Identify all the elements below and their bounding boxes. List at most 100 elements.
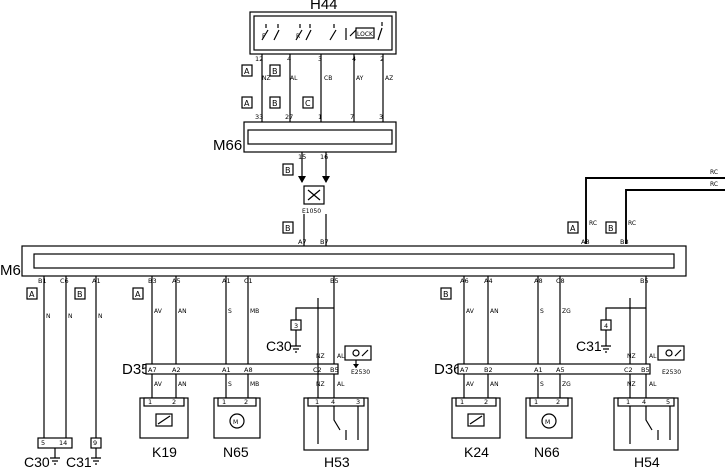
svg-text:AL: AL: [649, 353, 657, 360]
sun-sensor-icon-r: [657, 345, 685, 361]
label-c31-mid: C31: [576, 338, 602, 354]
label-n66: N66: [534, 444, 560, 460]
svg-text:AV: AV: [466, 308, 475, 315]
tag-b-2: [269, 96, 281, 109]
h44-pin-12: 12: [255, 55, 263, 63]
svg-text:A: A: [244, 67, 250, 76]
motor-icon-n65: [229, 413, 245, 429]
m63-bottom-pins: B1 C6 A1 B3 A5 A1 C1 B5 A6 A4 A8 C8 B5: [38, 277, 649, 285]
rc-wire-1: RC: [589, 220, 597, 227]
svg-text:4: 4: [604, 322, 608, 330]
e1050-cross: [307, 189, 321, 201]
svg-text:AN: AN: [490, 308, 499, 315]
svg-text:A2: A2: [172, 366, 181, 374]
rc-lines: [585, 177, 725, 244]
wire-n-3: N: [98, 313, 103, 320]
d35-pins: A7 A2 A1 A8 C2 B5: [148, 366, 339, 374]
label-c30-mid: C30: [266, 338, 292, 354]
svg-text:3: 3: [294, 322, 298, 330]
h44-lock-text: LOCK: [357, 31, 374, 38]
wire-mb-l: MB: [250, 308, 259, 315]
c31-ground: [601, 330, 611, 353]
m63-pin-b8: B8: [620, 238, 629, 246]
wire-an-l: AN: [178, 308, 187, 315]
svg-text:A7: A7: [460, 366, 469, 374]
rc-top-1: RC: [710, 169, 718, 176]
svg-text:B: B: [77, 290, 83, 299]
wire-az: AZ: [385, 75, 393, 82]
arrows-down: [298, 176, 330, 183]
svg-text:1: 1: [222, 398, 226, 406]
label-h53: H53: [324, 454, 350, 470]
label-e1050: E1050: [302, 208, 321, 215]
sun-sensor-icon-l: [344, 345, 372, 361]
h44-pin-2: 2: [380, 55, 384, 63]
h44-switches: [261, 22, 383, 41]
svg-text:MB: MB: [250, 381, 259, 388]
svg-text:A7: A7: [148, 366, 157, 374]
tag-b-3: [282, 163, 294, 176]
svg-text:4: 4: [331, 398, 335, 406]
ground-symbols: [50, 448, 101, 465]
svg-text:A: A: [244, 99, 250, 108]
c30-branch: [295, 307, 334, 320]
h44-pin-3: 3: [318, 55, 322, 63]
svg-text:A: A: [570, 224, 576, 233]
m66-pin-16: 16: [320, 153, 328, 161]
c30-ground: [291, 330, 301, 353]
m63-inner: [33, 253, 675, 269]
ground-wires: [43, 276, 97, 438]
svg-text:A1: A1: [222, 366, 231, 374]
m66-pin-7: 7: [350, 113, 354, 121]
svg-text:C6: C6: [60, 277, 69, 285]
svg-text:AL: AL: [337, 381, 345, 388]
tag-a-5: [132, 287, 144, 300]
h44-m66-wires: [261, 54, 384, 122]
tag-a-4: [26, 287, 38, 300]
svg-text:A5: A5: [556, 366, 565, 374]
motor-icon-n66: [541, 413, 557, 429]
svg-text:B: B: [272, 99, 278, 108]
tag-b-6: [74, 287, 86, 300]
label-d35: D35: [122, 361, 150, 378]
tag-b-7: [440, 287, 452, 300]
svg-text:5: 5: [666, 398, 670, 406]
e1050-m63-wires: [303, 214, 327, 246]
label-c31-left: C31: [66, 454, 92, 470]
label-d36: D36: [434, 361, 462, 378]
h44-sym-2: R: [296, 33, 300, 40]
tag-a-1: [241, 64, 253, 77]
label-c30-left: C30: [24, 454, 50, 470]
svg-text:M: M: [545, 419, 550, 426]
svg-text:2: 2: [484, 398, 488, 406]
rc-top-2: RC: [710, 181, 718, 188]
svg-text:B: B: [608, 224, 614, 233]
svg-text:AL: AL: [649, 381, 657, 388]
label-h54: H54: [634, 454, 660, 470]
svg-text:M: M: [233, 419, 238, 426]
d36-wires: [463, 276, 647, 398]
svg-text:1: 1: [626, 398, 630, 406]
wire-ay: AY: [356, 75, 364, 82]
svg-text:C2: C2: [624, 366, 633, 374]
wire-s-l: S: [228, 308, 232, 315]
c31-branch: [605, 307, 646, 320]
wire-ay-l: AV: [154, 308, 163, 315]
svg-text:B2: B2: [484, 366, 493, 374]
label-e2530-r: E2530: [662, 369, 681, 376]
svg-text:B5: B5: [330, 366, 339, 374]
m66-pin-33: 33: [255, 113, 263, 121]
h53-switch-icon: [317, 406, 359, 444]
svg-text:A8: A8: [244, 366, 253, 374]
tag-c: [302, 96, 314, 109]
tag-b-5: [605, 221, 617, 234]
label-k19: K19: [152, 444, 177, 460]
tag-b-1: [269, 64, 281, 77]
d36-pins: A7 B2 A1 A5 C2 B5: [460, 366, 650, 374]
wire-nz-l: NZ: [316, 353, 325, 360]
svg-text:4: 4: [642, 398, 646, 406]
svg-text:B5: B5: [640, 277, 649, 285]
d35-connector: [145, 363, 339, 375]
label-h44: H44: [310, 0, 338, 13]
svg-text:ZG: ZG: [562, 381, 571, 388]
